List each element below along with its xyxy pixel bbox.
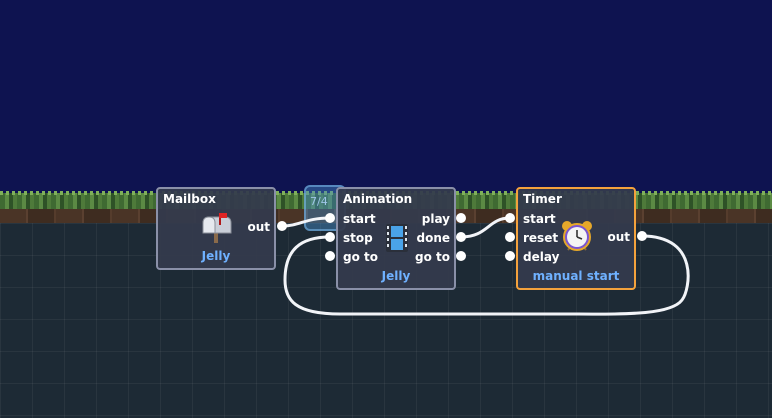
timer-port-out-label: out (607, 230, 630, 244)
mailbox-out-port[interactable] (276, 220, 288, 232)
animation-port-goto-out-label: go to (415, 250, 450, 264)
wire-animation-done-to-timer-start[interactable] (460, 216, 511, 239)
timer-node[interactable]: Timer start reset delay out manual start (516, 187, 636, 290)
animation-goto-in-port[interactable] (324, 250, 336, 262)
animation-stop-port[interactable] (324, 231, 336, 243)
timer-port-reset-label: reset (523, 231, 559, 245)
animation-done-port[interactable] (455, 231, 467, 243)
animation-goto-out-port[interactable] (455, 250, 467, 262)
alarm-clock-icon (562, 221, 592, 251)
timer-delay-port[interactable] (504, 250, 516, 262)
grid-floor (0, 223, 772, 418)
timer-start-port[interactable] (504, 212, 516, 224)
animation-node[interactable]: Animation start stop go to play done go … (336, 187, 456, 290)
timer-reset-port[interactable] (504, 231, 516, 243)
film-strip-icon (386, 224, 408, 252)
timer-port-delay-label: delay (523, 250, 560, 264)
animation-start-port[interactable] (324, 212, 336, 224)
mailbox-node[interactable]: Mailbox out Jelly (156, 187, 276, 270)
sprite-label: 7/4 (310, 195, 328, 208)
night-sky (0, 0, 772, 193)
mailbox-icon (202, 213, 232, 243)
animation-play-port[interactable] (455, 212, 467, 224)
timer-out-port[interactable] (636, 230, 648, 242)
animation-port-play-label: play (421, 212, 450, 226)
animation-port-stop-label: stop (343, 231, 373, 245)
mailbox-port-out-label: out (247, 220, 270, 234)
animation-port-done-label: done (416, 231, 450, 245)
mailbox-node-target: Jelly (201, 249, 231, 263)
animation-node-title: Animation (343, 192, 413, 206)
wire-mailbox-out-to-animation-start[interactable] (281, 216, 331, 228)
animation-port-start-label: start (343, 212, 376, 226)
timer-node-target: manual start (532, 269, 620, 283)
wire-timer-out-to-animation-stop[interactable] (283, 234, 690, 316)
animation-node-target: Jelly (381, 269, 411, 283)
timer-node-title: Timer (523, 192, 562, 206)
mailbox-node-title: Mailbox (163, 192, 216, 206)
timer-port-start-label: start (523, 212, 556, 226)
animation-port-goto-in-label: go to (343, 250, 378, 264)
